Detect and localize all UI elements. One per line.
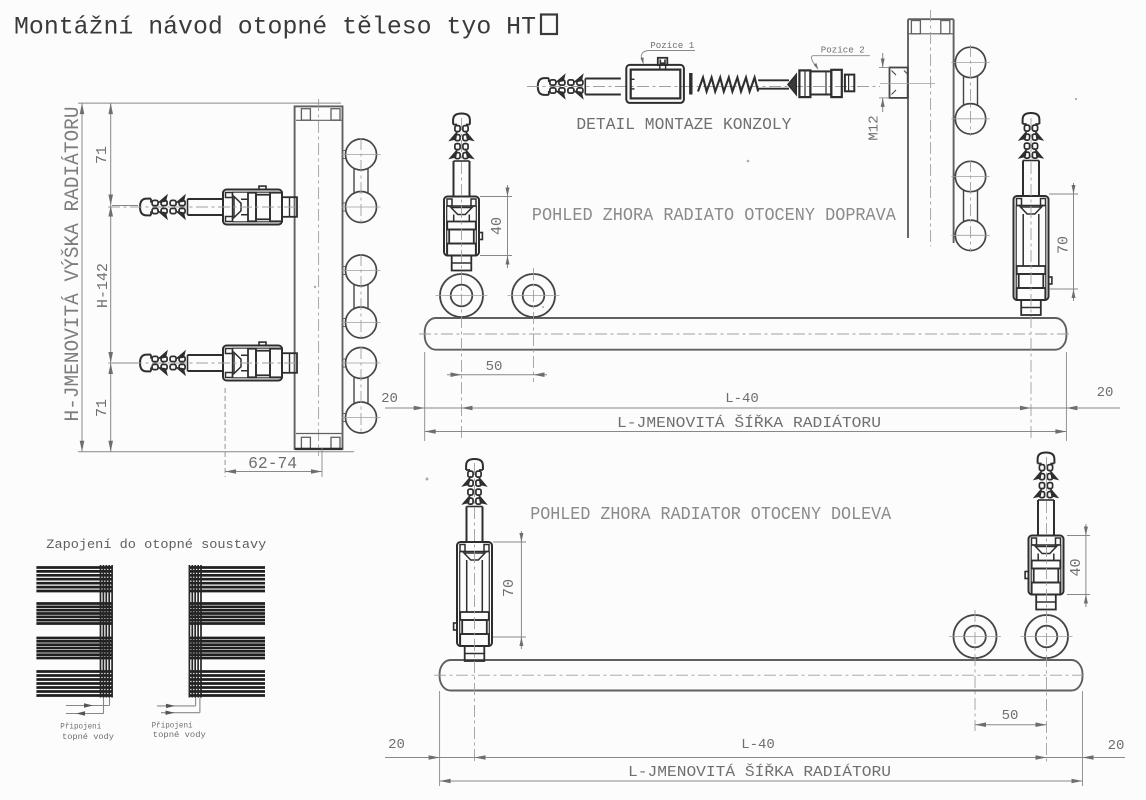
svg-text:topné vody: topné vody [62, 732, 114, 742]
svg-text:Připojení: Připojení [60, 722, 101, 732]
svg-text:20: 20 [1108, 738, 1125, 754]
svg-text:50: 50 [1002, 708, 1019, 724]
svg-text:70: 70 [1056, 236, 1073, 254]
svg-text:L-JMENOVITÁ ŠÍŘKA RADIÁTORU: L-JMENOVITÁ ŠÍŘKA RADIÁTORU [628, 763, 891, 781]
svg-text:50: 50 [486, 359, 503, 375]
svg-text:71: 71 [94, 146, 111, 164]
svg-text:Zapojení do otopné soustavy: Zapojení do otopné soustavy [46, 537, 266, 552]
svg-text:L-40: L-40 [741, 737, 775, 753]
svg-text:POHLED ZHORA RADIATO OTOCENY D: POHLED ZHORA RADIATO OTOCENY DOPRAVA [532, 206, 896, 226]
svg-text:topné vody: topné vody [153, 730, 206, 740]
svg-text:62-74: 62-74 [248, 455, 297, 474]
svg-text:L-40: L-40 [725, 391, 759, 407]
svg-text:POHLED ZHORA RADIATOR OTOCENY: POHLED ZHORA RADIATOR OTOCENY DOLEVA [530, 505, 891, 525]
svg-text:M12: M12 [867, 115, 883, 140]
svg-text:Pozice 2: Pozice 2 [821, 45, 865, 56]
svg-text:H-JMENOVITÁ VÝŠKA RADIÁTORU: H-JMENOVITÁ VÝŠKA RADIÁTORU [61, 107, 85, 422]
svg-text:20: 20 [381, 391, 398, 407]
svg-text:40: 40 [1068, 558, 1085, 576]
svg-text:L-JMENOVITÁ ŠÍŘKA RADIÁTORU: L-JMENOVITÁ ŠÍŘKA RADIÁTORU [617, 414, 881, 432]
svg-text:Montážní návod otopné těleso t: Montážní návod otopné těleso tyo HT [14, 13, 536, 42]
svg-text:H-142: H-142 [95, 263, 112, 308]
svg-text:20: 20 [388, 737, 405, 753]
svg-text:71: 71 [94, 399, 111, 417]
svg-text:70: 70 [501, 579, 518, 597]
svg-text:40: 40 [489, 217, 506, 235]
svg-text:Pozice 1: Pozice 1 [650, 40, 694, 51]
svg-text:20: 20 [1097, 385, 1114, 401]
svg-text:DETAIL MONTAZE KONZOLY: DETAIL MONTAZE KONZOLY [576, 116, 791, 135]
svg-text:Připojení: Připojení [152, 721, 193, 731]
